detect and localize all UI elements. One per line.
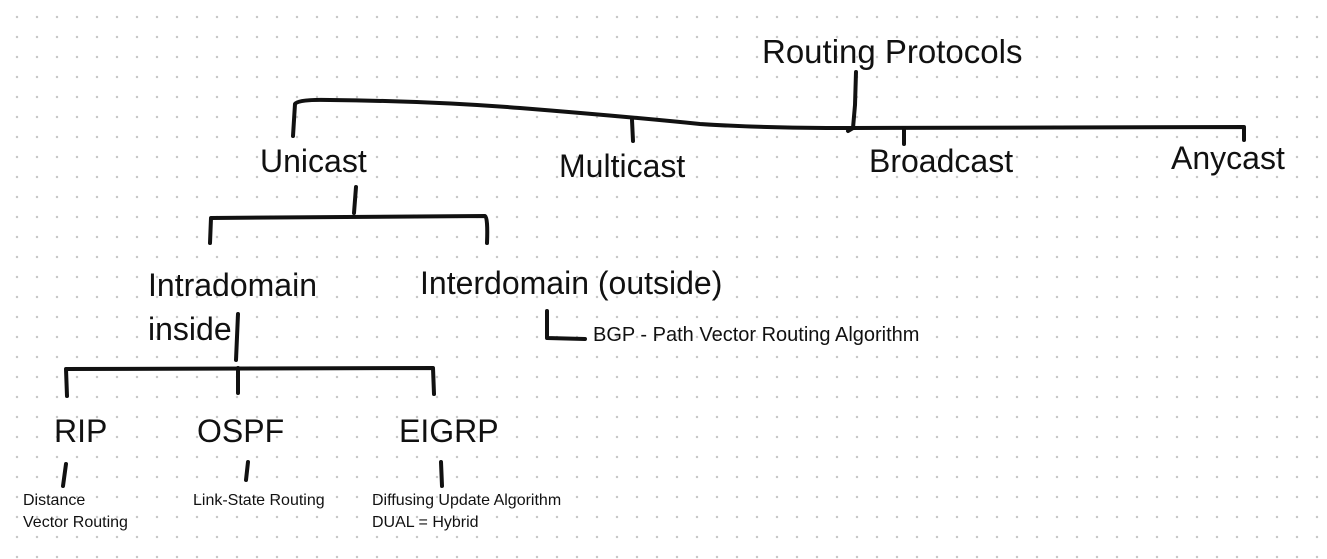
eigrp-note-connector — [439, 460, 444, 488]
eigrp-label: EIGRP — [399, 413, 499, 449]
rip-note-connector — [61, 462, 68, 488]
intradomain-label-line2: inside — [148, 311, 232, 347]
rip-note-line1: Distance — [23, 492, 86, 509]
rip-note: Distance Vector Routing — [23, 490, 128, 534]
ospf-note: Link-State Routing — [193, 492, 325, 509]
eigrp-note-line1: Diffusing Update Algorithm — [372, 492, 562, 509]
ospf-label: OSPF — [197, 413, 285, 449]
root-connector — [846, 70, 858, 133]
multicast-label: Multicast — [559, 148, 686, 184]
unicast-connector — [352, 185, 358, 215]
root-label: Routing Protocols — [762, 33, 1023, 70]
interdomain-label: Interdomain (outside) — [420, 265, 723, 301]
intradomain-label: Intradomain inside — [148, 263, 317, 351]
top-level-bar — [291, 97, 1246, 142]
rip-note-line2: Vector Routing — [23, 514, 128, 531]
interdomain-connector — [545, 309, 587, 341]
intradomain-bracket — [64, 366, 436, 398]
broadcast-label: Broadcast — [869, 143, 1014, 179]
eigrp-note-line2: DUAL = Hybrid — [372, 514, 479, 531]
intradomain-connector — [234, 312, 240, 362]
bgp-note: BGP - Path Vector Routing Algorithm — [593, 324, 920, 346]
anycast-label: Anycast — [1171, 140, 1285, 176]
unicast-bracket — [208, 214, 490, 245]
ospf-note-connector — [244, 460, 250, 482]
unicast-label: Unicast — [260, 143, 367, 179]
rip-label: RIP — [54, 413, 108, 449]
eigrp-note: Diffusing Update Algorithm DUAL = Hybrid — [372, 490, 561, 534]
intradomain-label-line1: Intradomain — [148, 267, 317, 303]
multicast-connector — [630, 118, 635, 143]
